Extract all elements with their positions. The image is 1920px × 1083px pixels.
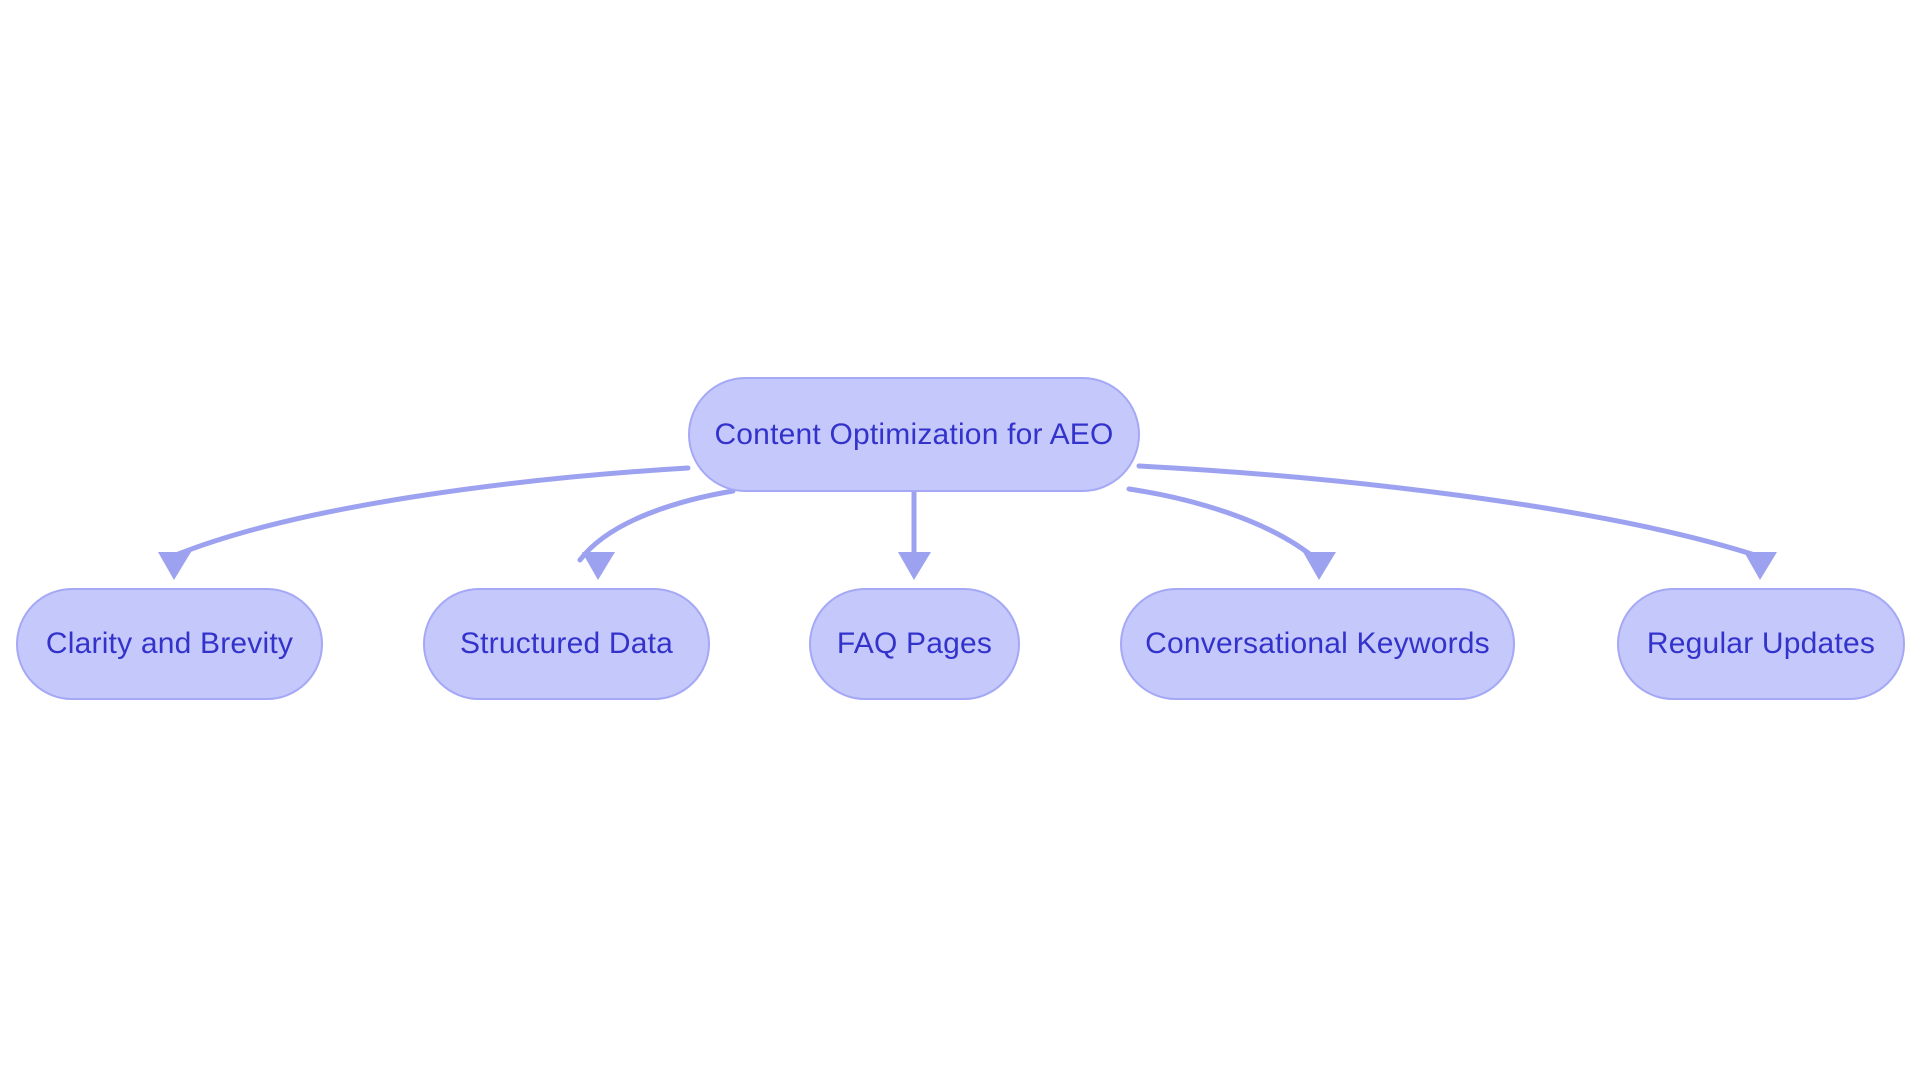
arrowhead-conversational-keywords [1303,552,1336,580]
node-faq-pages[interactable]: FAQ Pages [809,588,1020,700]
edge-root-to-regular-updates [1136,463,1761,559]
arrowhead-clarity-and-brevity [158,552,191,580]
node-regular-updates[interactable]: Regular Updates [1617,588,1905,700]
node-faq-pages-label: FAQ Pages [836,627,993,660]
node-clarity-and-brevity[interactable]: Clarity and Brevity [16,588,323,700]
arrowhead-structured-data [582,552,615,580]
node-root[interactable]: Content Optimization for AEO [688,377,1140,492]
node-clarity-and-brevity-label: Clarity and Brevity [45,627,294,660]
node-conversational-keywords-label: Conversational Keywords [1145,627,1490,660]
edge-root-to-conversational-keywords [1126,486,1320,563]
arrowhead-faq-pages [898,552,931,580]
node-root-label: Content Optimization for AEO [714,417,1114,451]
edge-root-to-structured-data [577,488,736,563]
node-structured-data[interactable]: Structured Data [423,588,710,700]
node-regular-updates-label: Regular Updates [1646,627,1876,660]
arrowhead-regular-updates [1744,552,1777,580]
edge-root-to-clarity-and-brevity [173,465,691,558]
node-conversational-keywords[interactable]: Conversational Keywords [1120,588,1515,700]
node-structured-data-label: Structured Data [459,627,674,660]
